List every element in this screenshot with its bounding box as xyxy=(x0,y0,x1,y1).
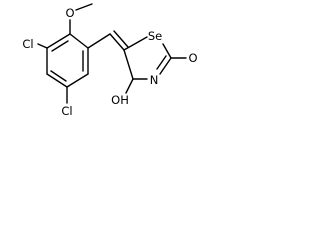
bond-c4-to-c5 xyxy=(123,49,134,80)
atom-label-carbonyl-oxygen: O xyxy=(188,51,197,65)
atom-labels: O Cl Cl Se N O OH xyxy=(22,6,197,118)
bond-ring-to-cl-upper xyxy=(37,43,48,49)
atom-label-chlorine-lower: Cl xyxy=(61,104,72,118)
bond-methine-to-c5-double xyxy=(113,30,129,48)
molecule-structure-diagram: O Cl Cl Se N O OH xyxy=(22,3,198,118)
bond-lines xyxy=(37,3,187,104)
atom-label-hydroxyl: OH xyxy=(111,93,129,107)
bond-ring-c6-c1-inner xyxy=(51,40,69,52)
atom-label-selenium: Se xyxy=(148,29,162,43)
bond-methine-to-c5 xyxy=(109,33,125,51)
bond-ring-to-methine xyxy=(87,33,111,49)
bond-c2-to-n-double xyxy=(156,55,167,70)
atom-label-methoxy-oxygen: O xyxy=(65,6,74,20)
bond-ring-c3-c4 xyxy=(66,73,89,88)
bond-c5-to-se xyxy=(123,36,148,51)
bond-c2-to-n xyxy=(159,57,172,75)
bond-c4-to-oh xyxy=(125,78,134,94)
bond-ring-c6-c1 xyxy=(46,33,71,49)
atom-label-nitrogen: N xyxy=(150,73,159,87)
bond-se-to-c2 xyxy=(162,43,172,59)
bond-ring-c4-c5 xyxy=(46,73,68,88)
bond-ring-c4-c5-inner xyxy=(50,70,67,82)
bond-methoxy-o-to-methyl xyxy=(75,3,93,11)
bond-ring-c1-c2 xyxy=(69,33,89,49)
atom-label-chlorine-upper: Cl xyxy=(22,37,33,51)
